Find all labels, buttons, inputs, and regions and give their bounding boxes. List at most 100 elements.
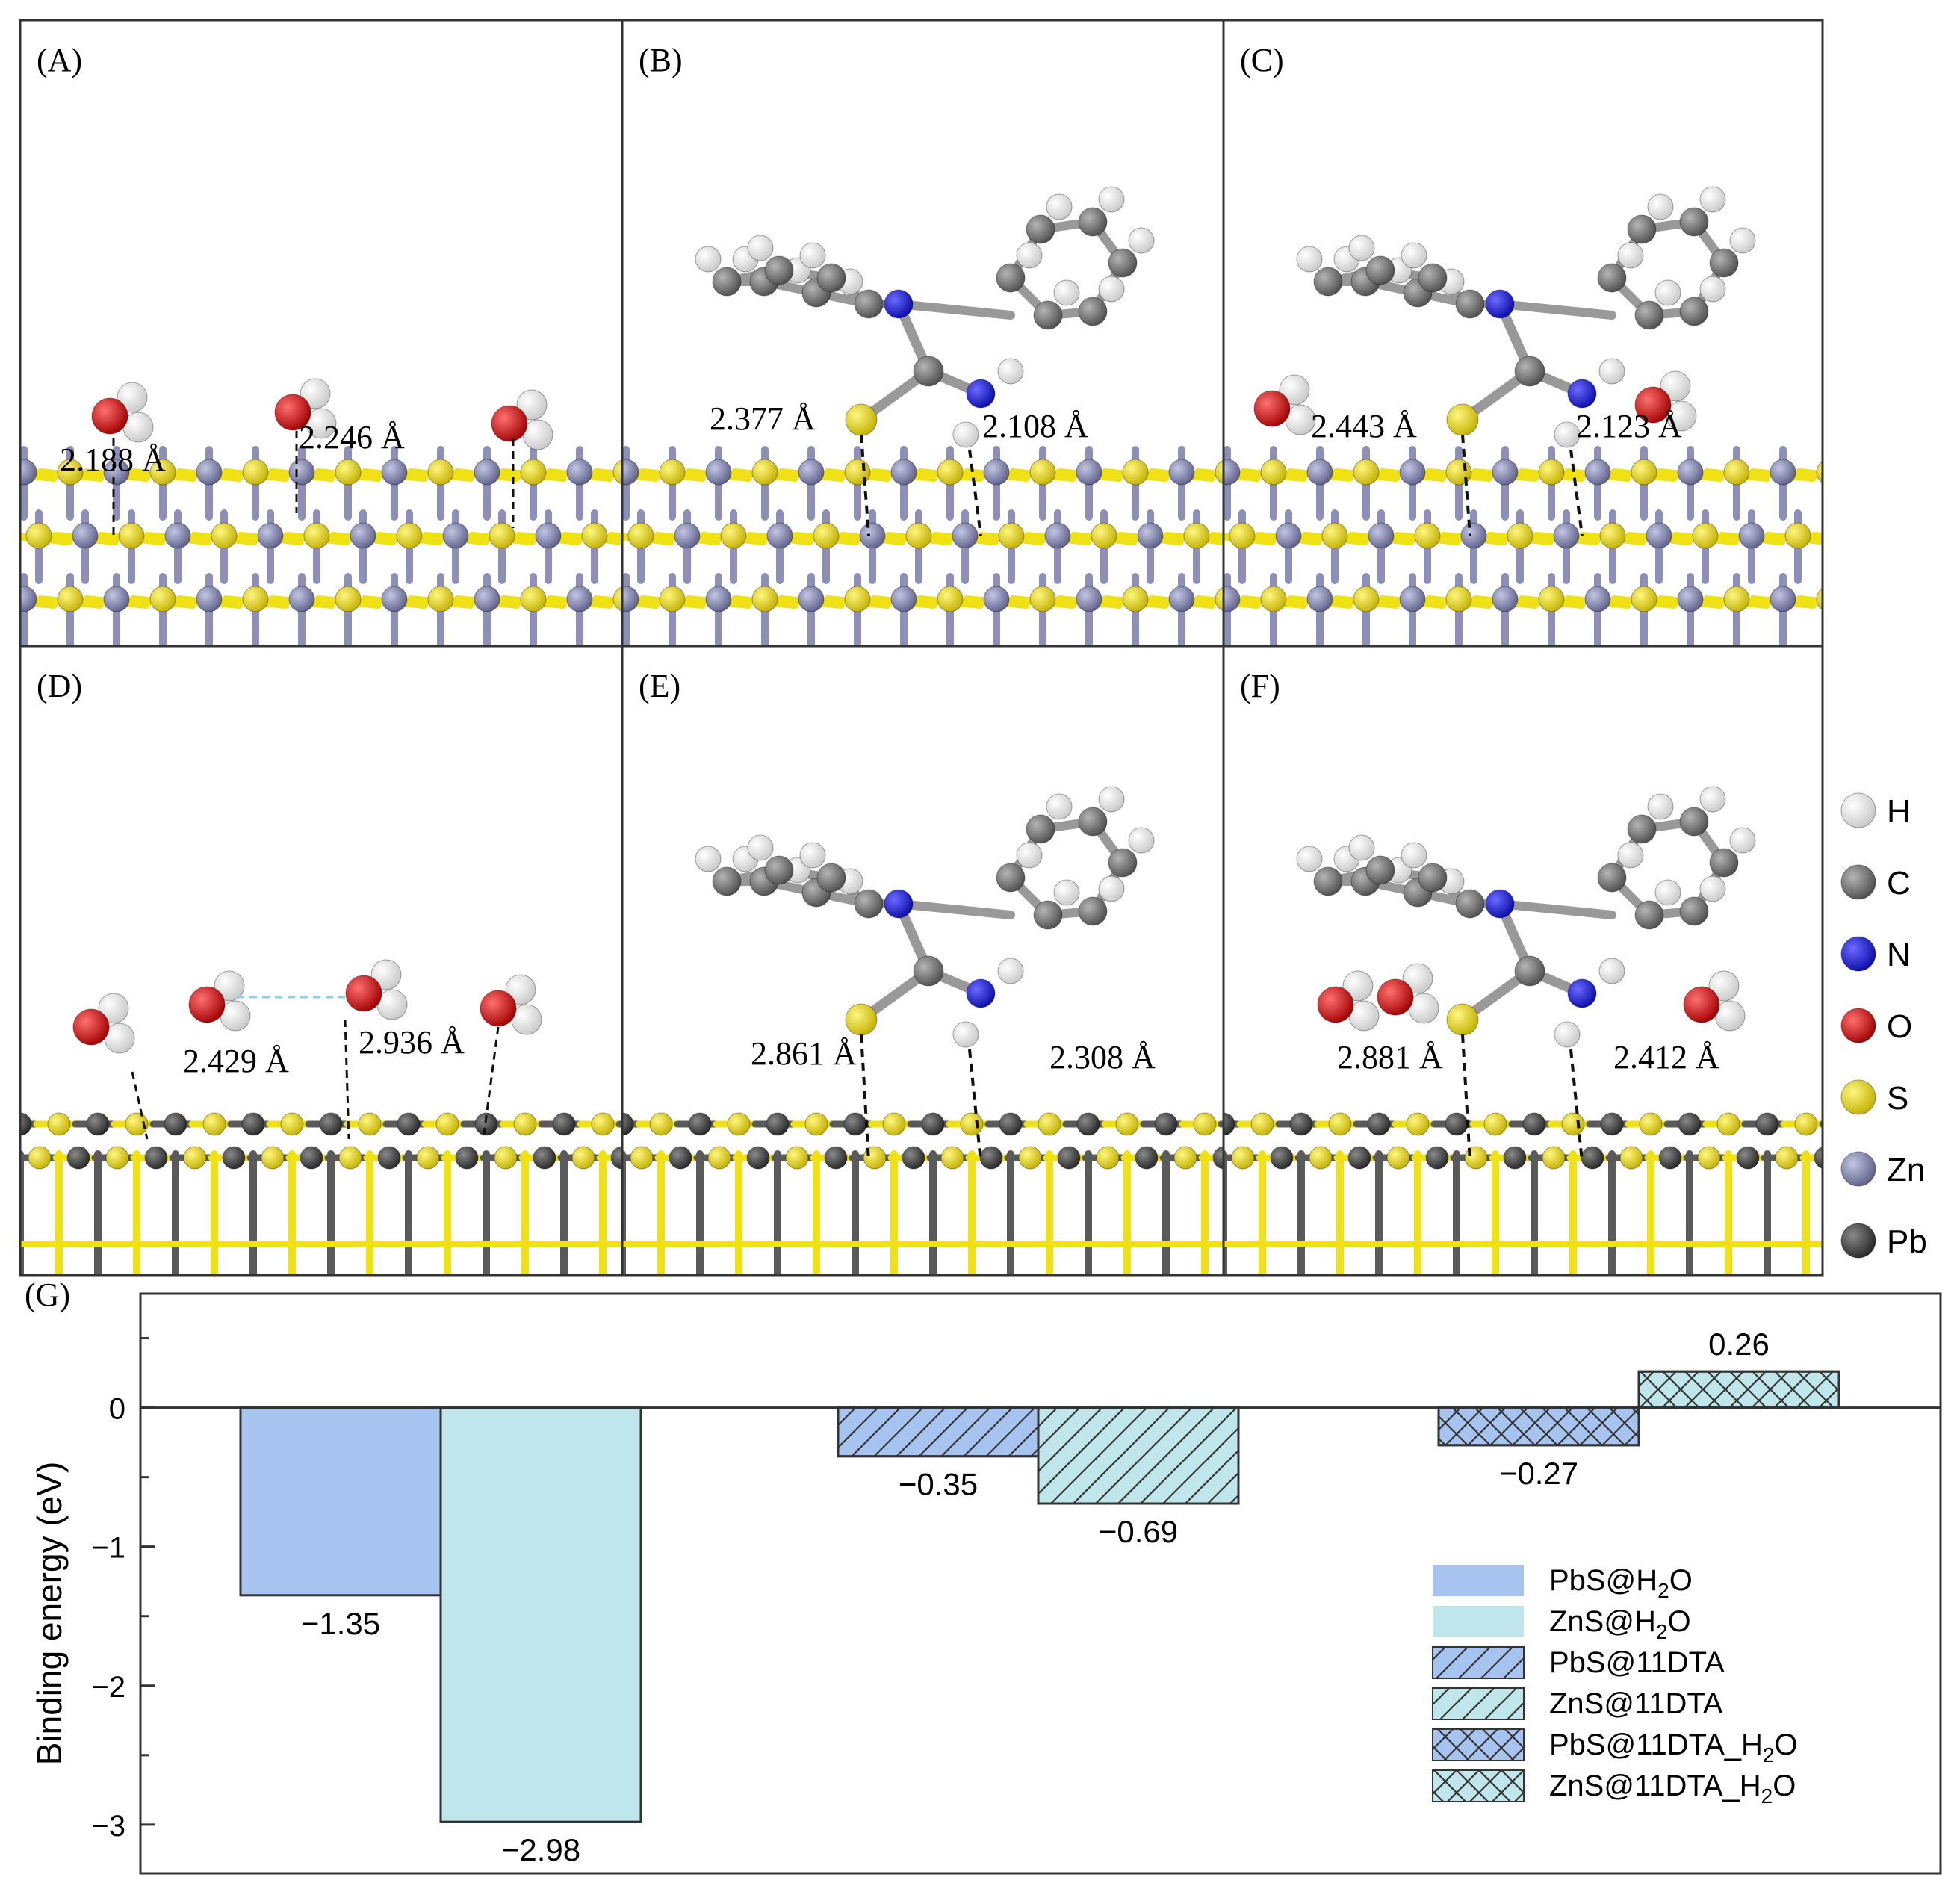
atom-s: [1599, 522, 1626, 549]
atom-o: [274, 394, 311, 431]
atom-h: [1053, 879, 1080, 906]
atom-n: [1485, 289, 1515, 319]
atom-c: [1627, 214, 1657, 244]
bar-value-label: 0.26: [1708, 1327, 1770, 1362]
atom-pb: [1135, 1146, 1159, 1170]
atom-s: [183, 1146, 207, 1170]
atom-swatch: [1840, 1223, 1876, 1259]
atom-h: [1098, 875, 1125, 902]
atom-pb: [1270, 1146, 1294, 1170]
atom-h: [1654, 879, 1681, 906]
atom-n: [1485, 889, 1515, 919]
atom-pb: [1736, 1146, 1760, 1170]
legend-label: ZnS@H2O: [1549, 1605, 1691, 1643]
bar-group: −0.69: [1037, 1406, 1240, 1549]
atom-pb: [474, 1112, 498, 1136]
atom-s: [57, 459, 84, 486]
atom-swatch: [1840, 936, 1876, 972]
atom-s: [28, 1146, 52, 1170]
atom-c: [996, 263, 1026, 293]
atom-s: [1716, 1112, 1740, 1136]
atom-c: [1597, 263, 1627, 293]
atom-s: [303, 522, 330, 549]
adsorbate: [1253, 186, 1756, 536]
atom-n: [1567, 379, 1597, 409]
atom-zn: [952, 522, 979, 549]
atom-zn: [103, 459, 130, 486]
atom-zn: [1553, 522, 1580, 549]
atom-swatch: [1840, 1008, 1876, 1043]
atom-s: [1029, 459, 1056, 486]
atom-s: [1215, 586, 1224, 612]
atom-s: [520, 586, 547, 612]
atom-pb: [144, 1146, 168, 1170]
atom-h: [505, 974, 536, 1005]
atom-zn: [798, 586, 825, 612]
bond: [894, 300, 1015, 320]
atom-pb: [1814, 1147, 1823, 1169]
atom-c: [1078, 896, 1108, 926]
atom-s: [435, 1112, 459, 1136]
atom-pb: [688, 1112, 712, 1136]
atom-pb: [66, 1146, 90, 1170]
atom-s: [1018, 1146, 1042, 1170]
legend-swatch-pattern: [1432, 1646, 1525, 1679]
atom-s: [1231, 1146, 1255, 1170]
atom-c: [1418, 863, 1448, 893]
atom-zn: [1306, 459, 1333, 486]
atom-s: [1542, 1146, 1566, 1170]
atom-s: [520, 459, 547, 486]
legend-item: PbS@11DTA_H2O: [1432, 1728, 1798, 1766]
atom-o: [1683, 986, 1720, 1023]
adsorbate: [72, 959, 542, 1140]
atom-s: [751, 586, 778, 612]
atom-zn: [766, 522, 793, 549]
atom-n: [966, 978, 996, 1008]
atom-h: [1342, 970, 1374, 1002]
atom-h: [1699, 276, 1726, 303]
atom-h: [117, 382, 148, 413]
atom-s: [1445, 459, 1472, 486]
atom-zn: [1137, 522, 1164, 549]
atom-s: [242, 586, 269, 612]
atom-c: [764, 855, 794, 885]
atom-zn: [164, 522, 191, 549]
atom-n: [884, 889, 914, 919]
atom-s: [1309, 1146, 1333, 1170]
atom-pb: [222, 1146, 246, 1170]
atom-pb: [1289, 1112, 1313, 1136]
atom-s: [1038, 1112, 1061, 1136]
atom-s: [659, 586, 686, 612]
atom-s: [1321, 522, 1348, 549]
atom-h: [1554, 421, 1581, 448]
atom-c: [1597, 863, 1627, 893]
atom-c: [1313, 866, 1343, 896]
atom-s: [707, 1146, 731, 1170]
atom-s: [612, 459, 622, 485]
atom-o: [91, 397, 128, 435]
atom-zn: [288, 459, 315, 486]
bar-value-label: −1.35: [301, 1606, 380, 1641]
atom-h: [1128, 827, 1155, 854]
atom-zn: [196, 459, 223, 486]
atom-pb: [397, 1112, 421, 1136]
distance-label: 2.861 Å: [751, 1035, 857, 1072]
atom-zn: [1677, 586, 1704, 612]
atom-s: [905, 522, 932, 549]
atom-h: [1729, 827, 1756, 854]
atom-zn: [196, 586, 223, 612]
atom-s: [1538, 586, 1565, 612]
distance-line: [131, 1071, 149, 1140]
bond: [607, 532, 622, 541]
atom-s: [1639, 1112, 1663, 1136]
distance-label: 2.108 Å: [982, 408, 1088, 444]
atom-legend-item: H: [1840, 792, 1911, 830]
bar-group: −1.35: [239, 1406, 442, 1641]
bar: [239, 1406, 442, 1597]
adsorbate: [91, 378, 553, 536]
atom-s: [1122, 586, 1149, 612]
atom-pb: [746, 1146, 770, 1170]
